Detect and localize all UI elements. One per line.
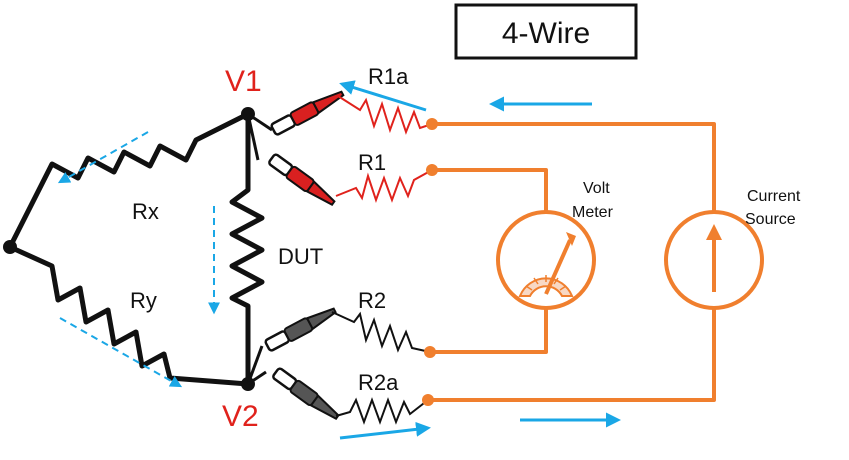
- label-r1a: R1a: [368, 64, 409, 89]
- probe-red-icon: [268, 153, 336, 206]
- probe-gray-icon: [272, 367, 340, 420]
- label-v1: V1: [225, 65, 262, 98]
- terminal-r2a: [422, 394, 434, 406]
- bridge-network: [7, 111, 265, 387]
- resistor-r1: [335, 169, 433, 204]
- resistor-r2: [331, 311, 431, 353]
- flow-arrow-rx: [57, 131, 149, 184]
- label-ry: Ry: [130, 288, 157, 313]
- voltmeter-label-line1: Volt: [583, 180, 610, 197]
- probe-gray-icon: [264, 307, 337, 352]
- probe-red-icon: [270, 90, 345, 136]
- label-r1: R1: [358, 150, 386, 175]
- resistor-ry: [8, 244, 249, 387]
- resistor-r1a: [337, 95, 433, 135]
- voltmeter-label-line2: Meter: [572, 204, 614, 221]
- current-source-label-line1: Current: [747, 188, 801, 205]
- current-source-icon: [664, 210, 764, 310]
- flow-arrow-r1a: [339, 80, 427, 112]
- voltmeter-icon: [496, 210, 596, 310]
- node-left-dot: [3, 240, 17, 254]
- label-rx: Rx: [132, 199, 159, 224]
- flow-arrow-r2a: [339, 421, 431, 440]
- terminal-r1a: [426, 118, 438, 130]
- label-dut: DUT: [278, 244, 323, 269]
- terminal-r2: [424, 346, 436, 358]
- resistor-rx: [7, 111, 250, 249]
- current-source-label-line2: Source: [745, 211, 796, 228]
- title-box: 4-Wire: [454, 3, 638, 60]
- label-r2a: R2a: [358, 370, 399, 395]
- resistor-dut: [229, 114, 265, 384]
- terminal-r1: [426, 164, 438, 176]
- title-text: 4-Wire: [502, 17, 590, 50]
- resistor-r2a: [335, 397, 429, 425]
- label-r2: R2: [358, 288, 386, 313]
- flow-arrow-ry: [59, 317, 183, 388]
- label-v2: V2: [222, 400, 259, 433]
- orange-wiring: [428, 122, 716, 402]
